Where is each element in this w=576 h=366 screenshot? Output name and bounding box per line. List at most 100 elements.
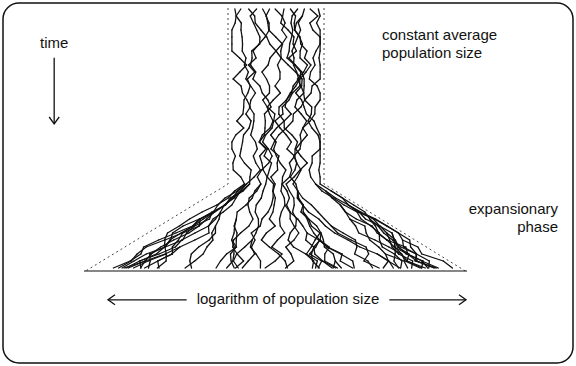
lineage-segment	[398, 247, 409, 254]
lineage-segment	[251, 247, 254, 254]
lineage-segment	[303, 79, 304, 86]
lineage-segment	[335, 233, 348, 240]
lineage-segment	[324, 247, 333, 254]
lineage-segment	[232, 163, 234, 170]
lineage-segment	[299, 51, 300, 58]
lineage-segment	[290, 177, 296, 184]
lineage-segment	[232, 240, 234, 247]
lineage-segment	[303, 212, 308, 219]
lineage-segment	[236, 16, 241, 23]
lineage-segment	[218, 198, 225, 205]
lineage-segment	[237, 205, 246, 212]
lineage-segment	[303, 121, 310, 128]
lineage-segment	[171, 233, 173, 240]
lineage-segment	[270, 44, 276, 51]
lineage-segment	[294, 156, 297, 163]
lineage-segment	[273, 205, 274, 212]
lineage-segment	[267, 107, 274, 114]
lineage-segment	[244, 128, 250, 135]
lineage-segment	[270, 121, 273, 128]
lineage-segment	[301, 100, 305, 107]
lineage-segment	[383, 261, 388, 268]
lineage-segment	[293, 184, 298, 191]
lineage-segment	[212, 226, 216, 233]
lineage-segment	[165, 240, 182, 247]
lineage-segment	[303, 128, 308, 135]
lineage-segment	[280, 128, 286, 135]
axis-arrows	[49, 58, 466, 305]
lineage-segment	[301, 135, 307, 142]
lineage-segment	[314, 121, 317, 128]
axis-label: logarithm of population size	[0, 290, 576, 308]
lineage-segment	[319, 51, 320, 58]
lineage-segment	[230, 254, 232, 261]
lineage-segment	[268, 100, 271, 107]
lineage-segment	[248, 198, 249, 205]
lineage-segment	[294, 16, 295, 23]
lineage-segment	[271, 149, 279, 156]
lineage-segment	[235, 184, 245, 191]
lineage-segment	[297, 163, 301, 170]
lineage-segment	[278, 107, 280, 114]
lineage-segment	[310, 9, 318, 16]
lineage-segment	[313, 58, 315, 65]
label-text: logarithm of population size	[195, 290, 382, 308]
lineage-segment	[268, 58, 270, 65]
lineage-segment	[350, 219, 356, 226]
lineage-segment	[277, 65, 280, 72]
lineage-segment	[276, 51, 281, 58]
lineage-segment	[365, 226, 366, 233]
lineage-segment	[318, 212, 324, 219]
lineage-segment	[273, 93, 280, 100]
lineage-segment	[276, 44, 282, 51]
lineage-segment	[253, 156, 256, 163]
lineage-segment	[252, 233, 256, 240]
lineage-segment	[344, 205, 357, 212]
lineage-segment	[259, 37, 265, 44]
lineage-segment	[422, 254, 443, 261]
lineage-segment	[253, 51, 256, 58]
lineage-segment	[271, 135, 276, 142]
lineage-segment	[403, 240, 418, 247]
lineage-segment	[319, 72, 320, 79]
lineage-segment	[319, 142, 320, 149]
lineage-segment	[240, 58, 247, 65]
lineage-segment	[301, 114, 307, 121]
lineage-segment	[213, 205, 218, 212]
lineage-segment	[316, 261, 318, 268]
lineage-segment	[282, 107, 284, 114]
lineage-segment	[293, 205, 295, 212]
lineage-segment	[209, 219, 214, 226]
lineage-segment	[306, 114, 314, 121]
lineage-segment	[271, 128, 277, 135]
lineage-segment	[267, 79, 270, 86]
lineage-segment	[291, 254, 294, 261]
lineage-segment	[251, 128, 253, 135]
lineage-segment	[233, 247, 237, 254]
lineage-segment	[364, 261, 379, 268]
lineage-segment	[294, 149, 300, 156]
lineage-segment	[267, 100, 273, 107]
lineage-segment	[234, 233, 241, 240]
lineage-segment	[309, 170, 311, 177]
lineage-segment	[278, 233, 285, 240]
lineage-segment	[275, 79, 280, 86]
lineage-segment	[305, 100, 312, 107]
lineage-segment	[291, 23, 293, 30]
lineage-segment	[290, 219, 294, 226]
lineage-segment	[265, 261, 275, 268]
lineage-segment	[310, 23, 313, 30]
lineage-segment	[317, 23, 321, 30]
lineage-segment	[416, 254, 418, 261]
lineage-segment	[237, 121, 244, 128]
lineage-segment	[141, 247, 144, 254]
lineage-segment	[233, 261, 238, 268]
lineage-segment	[268, 23, 269, 30]
lineage-segment	[375, 219, 387, 226]
lineage-segment	[355, 247, 357, 254]
lineage-segment	[234, 226, 237, 233]
lineage-segment	[281, 205, 285, 212]
lineage-segment	[231, 44, 232, 51]
lineage-segment	[150, 247, 165, 254]
lineage-segment	[255, 142, 257, 149]
